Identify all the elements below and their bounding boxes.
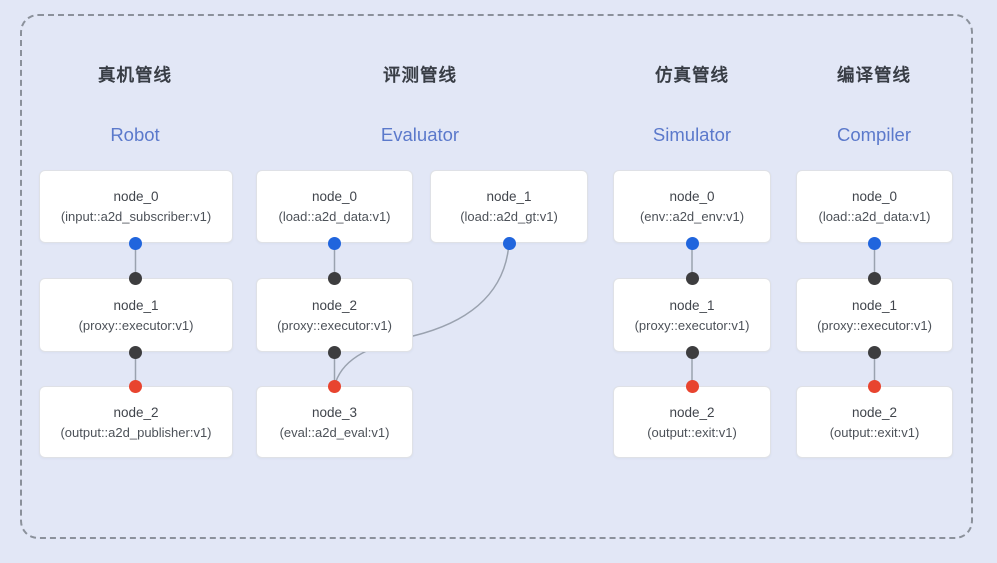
node-box-evaluator-node3[interactable]: node_3 (eval::a2d_eval:v1) <box>256 386 413 458</box>
output-port-dot-blue[interactable] <box>502 236 516 250</box>
node-type: (output::exit:v1) <box>829 424 920 440</box>
dashed-border-frame <box>20 14 973 539</box>
pipeline-title-zh-robot: 真机管线 <box>98 65 172 85</box>
pipeline-title-zh-compiler: 编译管线 <box>837 65 911 85</box>
output-port-dot-dark[interactable] <box>129 345 142 359</box>
node-name: node_0 <box>851 189 898 204</box>
node-type: (load::a2d_data:v1) <box>278 209 391 224</box>
output-port-dot-dark[interactable] <box>328 345 341 359</box>
pipeline-title-en-simulator: Simulator <box>652 124 732 145</box>
node-box-compiler-node0[interactable]: node_0 (load::a2d_data:v1) <box>796 170 953 243</box>
node-box-compiler-node2[interactable]: node_2 (output::exit:v1) <box>796 386 953 458</box>
node-name: node_0 <box>113 189 159 204</box>
input-port-dot-red[interactable] <box>868 379 881 393</box>
pipeline-title-en-evaluator: Evaluator <box>380 124 460 145</box>
node-type: (load::a2d_data:v1) <box>818 209 931 224</box>
node-name: node_2 <box>311 297 358 313</box>
node-type: (load::a2d_gt:v1) <box>460 209 558 224</box>
node-box-evaluator-node2[interactable]: node_2 (proxy::executor:v1) <box>256 278 413 352</box>
node-name: node_1 <box>113 297 159 313</box>
node-name: node_0 <box>669 189 715 204</box>
node-box-compiler-node1[interactable]: node_1 (proxy::executor:v1) <box>796 278 953 352</box>
input-port-dot-dark[interactable] <box>129 271 142 285</box>
node-name: node_3 <box>311 404 358 420</box>
node-box-robot-node2[interactable]: node_2 (output::a2d_publisher:v1) <box>39 386 233 458</box>
output-port-dot-blue[interactable] <box>129 236 142 250</box>
pipeline-title-en-robot: Robot <box>110 124 160 145</box>
node-type: (proxy::executor:v1) <box>78 317 194 333</box>
output-port-dot-dark[interactable] <box>685 345 699 359</box>
node-box-robot-node1[interactable]: node_1 (proxy::executor:v1) <box>39 278 233 352</box>
node-box-simulator-node2[interactable]: node_2 (output::exit:v1) <box>613 386 771 458</box>
output-port-dot-blue[interactable] <box>328 236 341 250</box>
node-type: (input::a2d_subscriber:v1) <box>60 209 212 224</box>
node-name: node_2 <box>113 404 159 420</box>
output-port-dot-dark[interactable] <box>868 345 881 359</box>
input-port-dot-red[interactable] <box>328 379 341 393</box>
node-type: (env::a2d_env:v1) <box>639 209 745 224</box>
node-name: node_2 <box>669 404 715 420</box>
pipeline-title-en-compiler: Compiler <box>836 124 912 145</box>
node-box-evaluator-node0[interactable]: node_0 (load::a2d_data:v1) <box>256 170 413 243</box>
node-name: node_0 <box>311 189 358 204</box>
input-port-dot-dark[interactable] <box>868 271 881 285</box>
output-port-dot-blue[interactable] <box>685 236 699 250</box>
node-box-robot-node0[interactable]: node_0 (input::a2d_subscriber:v1) <box>39 170 233 243</box>
node-type: (output::exit:v1) <box>647 424 737 440</box>
node-box-simulator-node1[interactable]: node_1 (proxy::executor:v1) <box>613 278 771 352</box>
node-name: node_1 <box>851 297 898 313</box>
node-name: node_1 <box>486 189 532 204</box>
input-port-dot-dark[interactable] <box>328 271 341 285</box>
connector-eval-n1-n3-curve <box>333 242 510 387</box>
node-type: (proxy::executor:v1) <box>817 317 932 333</box>
node-type: (proxy::executor:v1) <box>634 317 750 333</box>
node-box-simulator-node0[interactable]: node_0 (env::a2d_env:v1) <box>613 170 771 243</box>
pipeline-title-zh-simulator: 仿真管线 <box>655 65 729 85</box>
input-port-dot-red[interactable] <box>685 379 699 393</box>
input-port-dot-red[interactable] <box>129 379 142 393</box>
node-type: (proxy::executor:v1) <box>277 317 392 333</box>
node-type: (output::a2d_publisher:v1) <box>60 424 212 440</box>
output-port-dot-blue[interactable] <box>868 236 881 250</box>
node-name: node_2 <box>851 404 898 420</box>
node-name: node_1 <box>669 297 715 313</box>
pipeline-title-zh-evaluator: 评测管线 <box>383 65 457 85</box>
node-type: (eval::a2d_eval:v1) <box>279 424 390 440</box>
node-box-evaluator-node1[interactable]: node_1 (load::a2d_gt:v1) <box>430 170 588 243</box>
input-port-dot-dark[interactable] <box>685 271 699 285</box>
